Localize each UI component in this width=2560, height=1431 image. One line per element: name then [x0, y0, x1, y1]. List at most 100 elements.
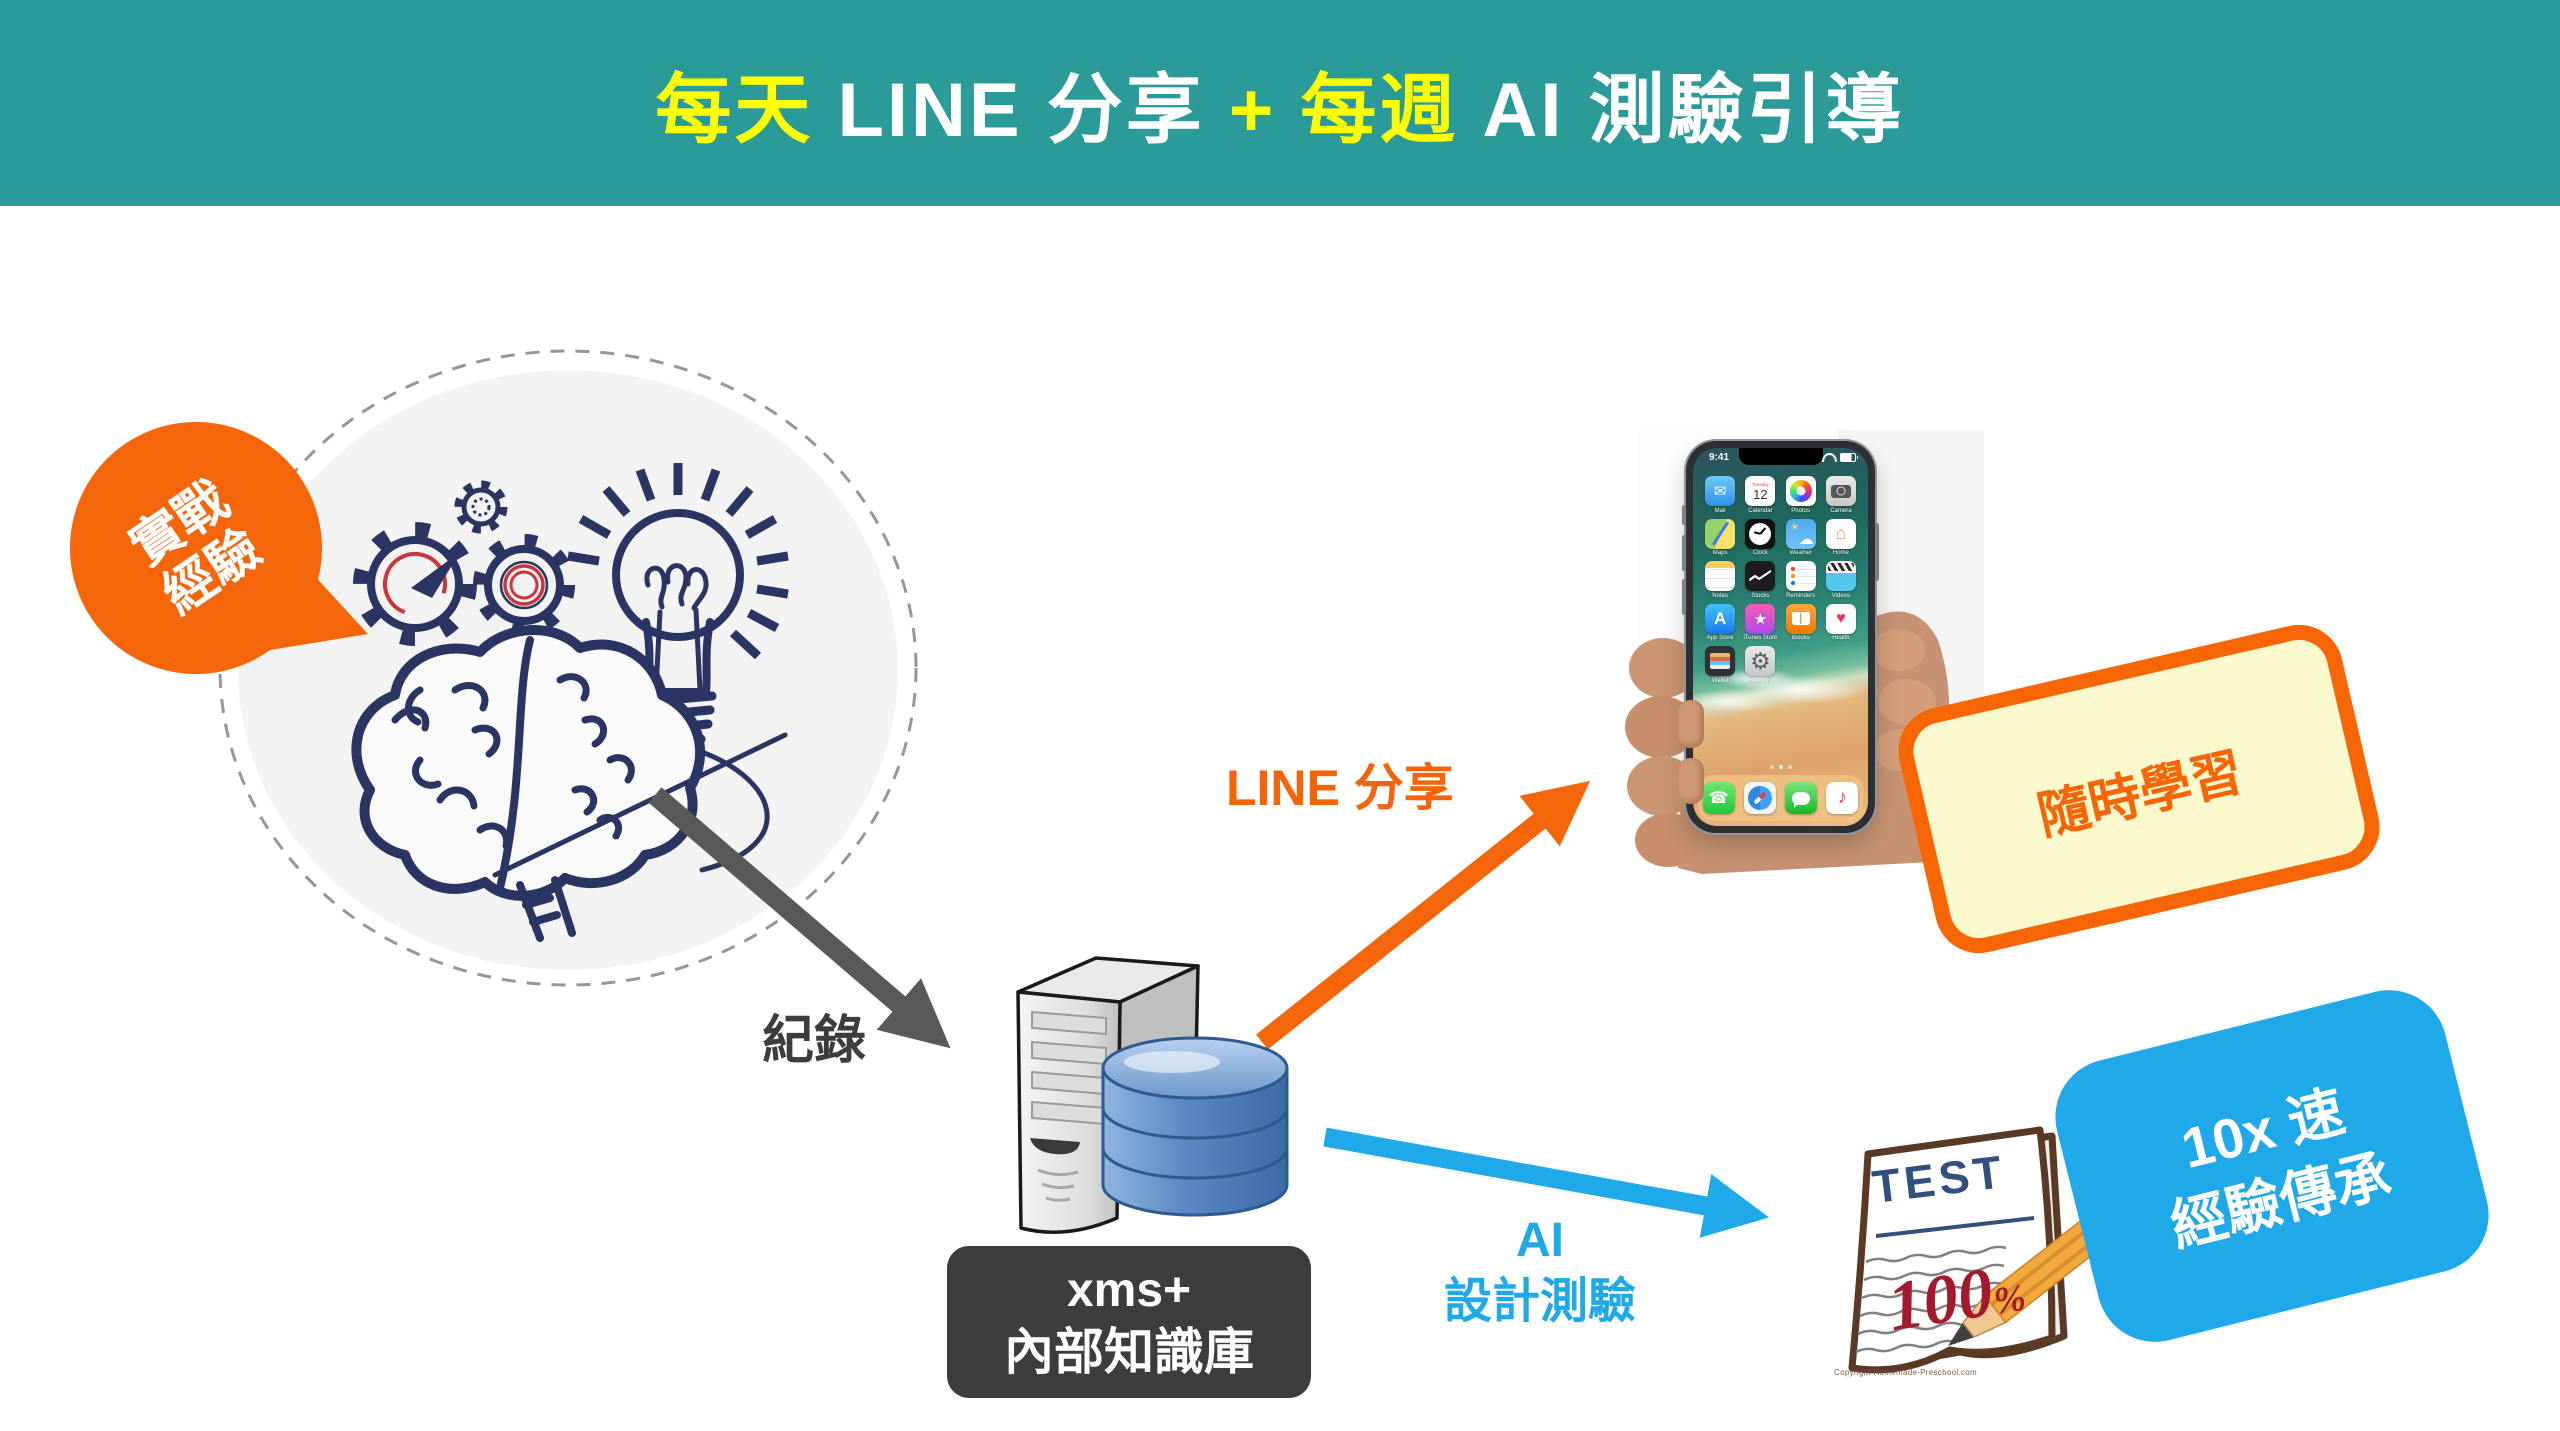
record-arrow-label: 紀錄 [762, 1012, 867, 1070]
app-label: Mail [1714, 507, 1726, 514]
finger-over-phone [1678, 758, 1704, 804]
app-itunes: ★iTunes Store [1740, 603, 1780, 641]
app-label: iBooks [1791, 635, 1810, 641]
brain-icon [351, 625, 788, 942]
stocks-icon [1745, 561, 1776, 591]
app-notes: Notes [1700, 561, 1740, 599]
finger-over-phone [1678, 700, 1704, 748]
camera-icon [1825, 476, 1856, 506]
mute-switch [1682, 505, 1686, 525]
photos-icon [1785, 476, 1816, 506]
title-banner: 每天 LINE 分享 + 每週 AI 測驗引導 [0, 0, 2560, 206]
app-label: Clock [1752, 550, 1768, 556]
app-label: App Store [1706, 635, 1734, 641]
app-ibooks: iBooks [1781, 603, 1821, 641]
music-icon: ♪ [1826, 782, 1859, 814]
app-label: Videos [1831, 592, 1850, 599]
copyright-text: Copyright Homemade-Preschool.com [1834, 1368, 1977, 1377]
app-mail: ✉Mail [1700, 476, 1740, 514]
app-photos: Photos [1781, 476, 1821, 514]
experience-bubble-text: 實戰 經驗 [120, 471, 271, 626]
speed-transfer-text: 10x 速 經驗傳承 [2146, 1068, 2399, 1263]
calendar-day: 12 [1753, 486, 1768, 502]
title-segment: + [1228, 68, 1301, 153]
app-label: Calendar [1748, 507, 1773, 514]
app-label: Home [1832, 550, 1849, 556]
app-reminders: Reminders [1781, 561, 1821, 599]
phone-call-icon: ☎ [1702, 782, 1735, 814]
app-label: iTunes Store [1743, 635, 1778, 641]
page-title: 每天 LINE 分享 + 每週 AI 測驗引導 [655, 48, 1904, 158]
anytime-learning-text: 隨時學習 [2032, 742, 2249, 847]
app-settings: ⚙Settings [1740, 646, 1780, 684]
reminders-icon [1785, 561, 1816, 591]
app-wallet: Wallet [1700, 646, 1740, 684]
ibooks-icon [1785, 603, 1816, 634]
weather-icon: ☀☁ [1785, 518, 1816, 549]
clock-icon [1745, 518, 1776, 549]
score-number: 100 [1882, 1253, 1999, 1347]
safari-icon [1743, 782, 1776, 814]
itunes-store-icon: ★ [1745, 603, 1776, 634]
record-arrow [648, 787, 951, 1049]
line-share-arrow [1256, 780, 1591, 1050]
title-segment: AI 測驗引導 [1482, 68, 1905, 153]
volume-down-button [1682, 579, 1686, 615]
server-caption-box: xms+ 內部知識庫 [947, 1246, 1311, 1398]
app-camera: Camera [1821, 476, 1861, 514]
battery-icon [1840, 453, 1858, 462]
title-segment: 每週 [1300, 68, 1483, 153]
health-icon: ♥ [1825, 603, 1856, 634]
ai-quiz-arrow-label: AI 設計測驗 [1395, 1210, 1685, 1333]
ai-label-line-2: 設計測驗 [1443, 1275, 1636, 1329]
title-segment: LINE 分享 [837, 68, 1229, 153]
app-label: Camera [1830, 507, 1852, 514]
app-label: Settings [1749, 677, 1772, 684]
app-label: Maps [1712, 550, 1728, 556]
gears-icon [353, 480, 575, 646]
app-videos: Videos [1821, 561, 1861, 599]
app-label: Notes [1712, 592, 1728, 599]
app-label: Weather [1789, 550, 1812, 556]
app-label: Photos [1791, 507, 1810, 514]
app-maps: Maps [1700, 518, 1740, 556]
volume-up-button [1682, 535, 1686, 571]
phone-dock: ☎ ♪ [1698, 775, 1863, 821]
experience-speech-bubble: 實戰 經驗 [70, 422, 322, 674]
home-app-icon: ⌂ [1825, 518, 1856, 549]
title-segment: 每天 [655, 68, 838, 153]
wifi-icon [1822, 453, 1837, 462]
app-label: Reminders [1786, 592, 1816, 599]
home-page-dots [1693, 765, 1868, 769]
app-health: ♥Health [1821, 603, 1861, 641]
app-label: Health [1832, 635, 1850, 641]
status-time: 9:41 [1709, 452, 1730, 463]
line-share-arrow-label: LINE 分享 [1226, 760, 1454, 816]
app-home: ⌂Home [1821, 518, 1861, 556]
app-label: Stocks [1751, 592, 1770, 599]
messages-icon [1785, 782, 1818, 814]
mail-icon: ✉ [1705, 476, 1736, 506]
power-button [1875, 523, 1879, 581]
app-store-icon: A [1705, 603, 1736, 634]
videos-icon [1825, 561, 1856, 591]
maps-icon [1705, 518, 1736, 549]
app-clock: Clock [1740, 518, 1780, 556]
app-stocks: Stocks [1740, 561, 1780, 599]
calendar-weekday: Tuesday [1751, 482, 1769, 488]
phone-notch [1738, 448, 1823, 465]
ai-label-line-1: AI [1516, 1214, 1564, 1267]
wallet-icon [1705, 646, 1736, 676]
score-percent: % [1990, 1276, 2029, 1323]
server-database-icon [1016, 956, 1289, 1234]
server-caption-line-1: xms+ [1066, 1263, 1192, 1317]
app-label: Wallet [1711, 677, 1729, 684]
app-weather: ☀☁Weather [1781, 518, 1821, 556]
server-caption-line-2: 內部知識庫 [1004, 1323, 1254, 1380]
